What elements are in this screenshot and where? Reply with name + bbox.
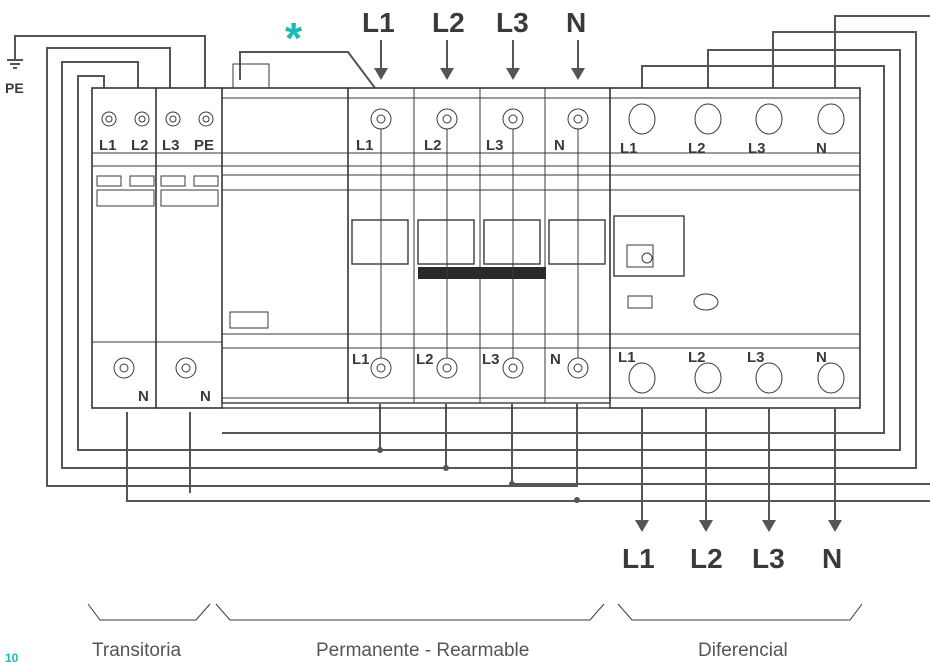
wire-dif-l3-top xyxy=(446,31,917,469)
permanente-bottom-l3: L3 xyxy=(482,351,500,368)
diferencial-module: L1 L2 L3 N L1 L2 L3 N xyxy=(609,87,861,409)
permanente-module: L1 L2 L3 N L1 L2 L3 N xyxy=(347,87,611,404)
arrow-down-icon xyxy=(635,520,649,532)
ground-symbol xyxy=(7,54,23,69)
top-inputs: L1 L2 L3 N xyxy=(362,7,586,80)
diferencial-top-l3: L3 xyxy=(748,140,766,157)
diferencial-top-n: N xyxy=(816,140,827,157)
diferencial-bottom-l3: L3 xyxy=(747,349,765,366)
pe-wire xyxy=(14,35,206,88)
permanente-top-n: N xyxy=(554,137,565,154)
screw-icon xyxy=(101,111,117,127)
permanente-bottom-l1: L1 xyxy=(352,351,370,368)
screw-icon xyxy=(436,357,458,379)
screw-icon xyxy=(198,111,214,127)
arrow-down-icon xyxy=(506,68,520,80)
top-label-l1: L1 xyxy=(362,7,395,38)
junction-dot xyxy=(574,497,580,503)
transitoria-module: L1 L2 L3 PE N N xyxy=(91,87,223,409)
wiring xyxy=(14,15,930,503)
screw-icon xyxy=(370,357,392,379)
transitoria-top-l1: L1 xyxy=(99,137,117,154)
screw-icon xyxy=(175,357,197,379)
wire-dif-l2-top xyxy=(380,49,901,451)
diferencial-bottom-n: N xyxy=(816,349,827,366)
wire-transitoria-l3 xyxy=(46,47,578,487)
section-braces xyxy=(87,603,863,621)
top-label-n: N xyxy=(566,7,586,38)
transitoria-top-pe: PE xyxy=(194,137,214,154)
bottom-label-l2: L2 xyxy=(690,543,723,574)
page-number: 10 xyxy=(5,651,19,662)
bottom-outputs: L1 L2 L3 N xyxy=(622,408,842,574)
blank-module xyxy=(221,63,349,404)
diferencial-bottom-l1: L1 xyxy=(618,349,636,366)
screw-icon xyxy=(502,357,524,379)
section-permanente: Permanente - Rearmable xyxy=(316,640,529,661)
permanente-top-l3: L3 xyxy=(486,137,504,154)
wire-dif-l1-top xyxy=(222,65,885,434)
screw-icon xyxy=(113,357,135,379)
screw-icon xyxy=(370,108,392,130)
permanente-top-l1: L1 xyxy=(356,137,374,154)
section-diferencial: Diferencial xyxy=(698,640,788,661)
wire-asterisk xyxy=(239,51,376,89)
bottom-label-l1: L1 xyxy=(622,543,655,574)
screw-icon xyxy=(567,108,589,130)
screw-icon xyxy=(502,108,524,130)
screw-icon xyxy=(134,111,150,127)
arrow-down-icon xyxy=(440,68,454,80)
wire-transitoria-l2 xyxy=(61,61,447,469)
screw-icon xyxy=(436,108,458,130)
arrow-down-icon xyxy=(571,68,585,80)
arrow-down-icon xyxy=(699,520,713,532)
arrow-down-icon xyxy=(374,68,388,80)
arrow-down-icon xyxy=(828,520,842,532)
ground-label: PE xyxy=(5,80,24,96)
transitoria-top-l2: L2 xyxy=(131,137,149,154)
top-label-l3: L3 xyxy=(496,7,529,38)
section-transitoria: Transitoria xyxy=(92,640,181,661)
arrow-down-icon xyxy=(762,520,776,532)
transitoria-top-l3: L3 xyxy=(162,137,180,154)
screw-icon xyxy=(165,111,181,127)
test-button-icon xyxy=(693,293,719,311)
diferencial-bottom-l2: L2 xyxy=(688,349,706,366)
bottom-label-n: N xyxy=(822,543,842,574)
wire-transitoria-l1 xyxy=(77,75,381,451)
permanente-bottom-l2: L2 xyxy=(416,351,434,368)
transitoria-bottom-n1: N xyxy=(138,388,149,405)
screw-icon xyxy=(567,357,589,379)
wire-dif-n-top xyxy=(834,15,930,88)
device-housing xyxy=(91,87,861,409)
top-label-l2: L2 xyxy=(432,7,465,38)
permanente-bottom-n: N xyxy=(550,351,561,368)
asterisk-marker: * xyxy=(285,14,303,63)
wire-transitoria-n1 xyxy=(126,412,930,502)
diferencial-top-l2: L2 xyxy=(688,140,706,157)
diferencial-top-l1: L1 xyxy=(620,140,638,157)
bottom-label-l3: L3 xyxy=(752,543,785,574)
transitoria-bottom-n2: N xyxy=(200,388,211,405)
permanente-top-l2: L2 xyxy=(424,137,442,154)
